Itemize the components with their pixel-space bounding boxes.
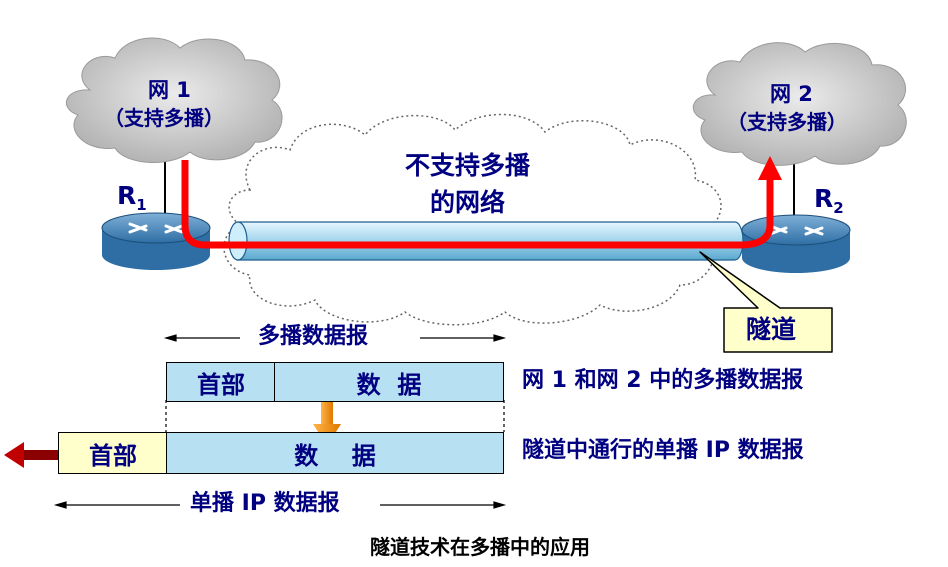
unicast-packet-data: 数 据 [166, 432, 504, 474]
tunnel-callout-box [699, 251, 833, 353]
net1-cloud [66, 37, 283, 163]
net2-title: 网 2 [770, 82, 813, 106]
multicast-packet-header: 首部 [166, 362, 276, 402]
unicast-packet-header: 首部 [58, 432, 168, 474]
tunnel-callout-label: 隧道 [746, 315, 797, 344]
net2-cloud [692, 42, 907, 166]
multicast-span-arrow [163, 334, 507, 342]
router2-label: R2 [814, 184, 844, 217]
middle-network-label-line1: 不支持多播 [405, 151, 531, 180]
unicast-packet-caption: 隧道中通行的单播 IP 数据报 [522, 438, 804, 463]
net1-title: 网 1 [148, 78, 191, 102]
figure-caption: 隧道技术在多播中的应用 [370, 535, 590, 559]
net2-subtitle: （支持多播） [727, 110, 847, 134]
middle-network-label-line2: 的网络 [430, 188, 506, 217]
tunnel-path-arrowhead [758, 156, 782, 180]
multicast-packet-caption: 网 1 和网 2 中的多播数据报 [522, 368, 804, 393]
router1-label: R1 [117, 181, 147, 214]
tunnel-path-line [181, 160, 774, 249]
multicast-span-label: 多播数据报 [258, 324, 369, 349]
unicast-span-label: 单播 IP 数据报 [190, 491, 340, 516]
net1-subtitle: （支持多播） [104, 106, 224, 130]
unicast-span-arrow [53, 501, 507, 509]
tunnel-pipe [228, 221, 744, 261]
middle-network-cloud [223, 113, 722, 326]
multicast-packet-data: 数 据 [274, 362, 504, 402]
send-left-arrow [4, 442, 58, 468]
